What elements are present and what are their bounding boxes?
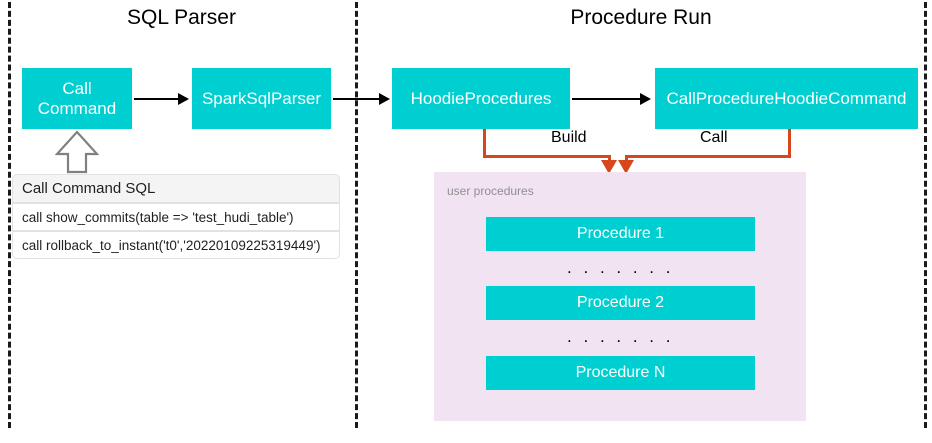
- arrow-parser-to-hoodie-head: [379, 93, 390, 105]
- call-command-sql-table: Call Command SQL call show_commits(table…: [12, 174, 340, 259]
- node-hoodie-procedures-label: HoodieProcedures: [410, 88, 552, 108]
- section-title-procedure-run: Procedure Run: [570, 6, 712, 29]
- connector-build-vertical-down: [608, 155, 611, 164]
- arrow-hoodie-to-command-line: [572, 98, 642, 100]
- proc-box-procedure-1-label: Procedure 1: [576, 225, 665, 242]
- node-call-command-label-line2: Command: [37, 98, 117, 118]
- node-spark-sql-parser[interactable]: SparkSqlParser: [192, 68, 331, 129]
- ellipsis-separator: . . . . . . .: [567, 258, 674, 277]
- proc-box-procedure-2-label: Procedure 2: [576, 294, 665, 311]
- edge-label-build: Build: [546, 129, 592, 147]
- connector-build-vertical-left: [483, 129, 486, 156]
- sql-table-row[interactable]: call show_commits(table => 'test_hudi_ta…: [12, 203, 340, 231]
- sql-table-row[interactable]: call rollback_to_instant('t0','202201092…: [12, 231, 340, 259]
- connector-call-vertical-right: [788, 129, 791, 156]
- connector-call-vertical-down: [625, 155, 628, 164]
- divider-left: [8, 2, 11, 428]
- node-call-procedure-hoodie-command[interactable]: CallProcedureHoodieCommand: [655, 68, 918, 129]
- block-arrow-up-icon: [54, 130, 100, 174]
- arrow-hoodie-to-command-head: [640, 93, 651, 105]
- user-procedures-label: user procedures: [447, 184, 534, 198]
- ellipsis-separator: . . . . . . .: [567, 327, 674, 346]
- proc-box-procedure-n-label: Procedure N: [575, 364, 666, 381]
- divider-right: [924, 2, 927, 428]
- connector-call-arrowhead: [618, 160, 634, 174]
- sql-table-header: Call Command SQL: [12, 174, 340, 203]
- edge-label-call: Call: [695, 129, 733, 147]
- proc-box-procedure-2[interactable]: Procedure 2: [486, 286, 755, 320]
- proc-box-procedure-n[interactable]: Procedure N: [486, 356, 755, 390]
- connector-build-arrowhead: [601, 160, 617, 174]
- proc-box-procedure-1[interactable]: Procedure 1: [486, 217, 755, 251]
- arrow-call-command-to-parser-head: [178, 93, 189, 105]
- section-title-sql-parser: SQL Parser: [127, 6, 236, 29]
- divider-middle: [355, 2, 358, 428]
- arrow-call-command-to-parser-line: [134, 98, 180, 100]
- node-spark-sql-parser-label: SparkSqlParser: [201, 88, 322, 108]
- node-hoodie-procedures[interactable]: HoodieProcedures: [392, 68, 570, 129]
- connector-call-horizontal: [625, 155, 791, 158]
- node-call-procedure-hoodie-command-label: CallProcedureHoodieCommand: [666, 88, 907, 108]
- connector-build-horizontal: [483, 155, 610, 158]
- node-call-command-label-line1: Call: [62, 78, 92, 98]
- arrow-parser-to-hoodie-line: [333, 98, 381, 100]
- node-call-command[interactable]: Call Command: [22, 68, 132, 129]
